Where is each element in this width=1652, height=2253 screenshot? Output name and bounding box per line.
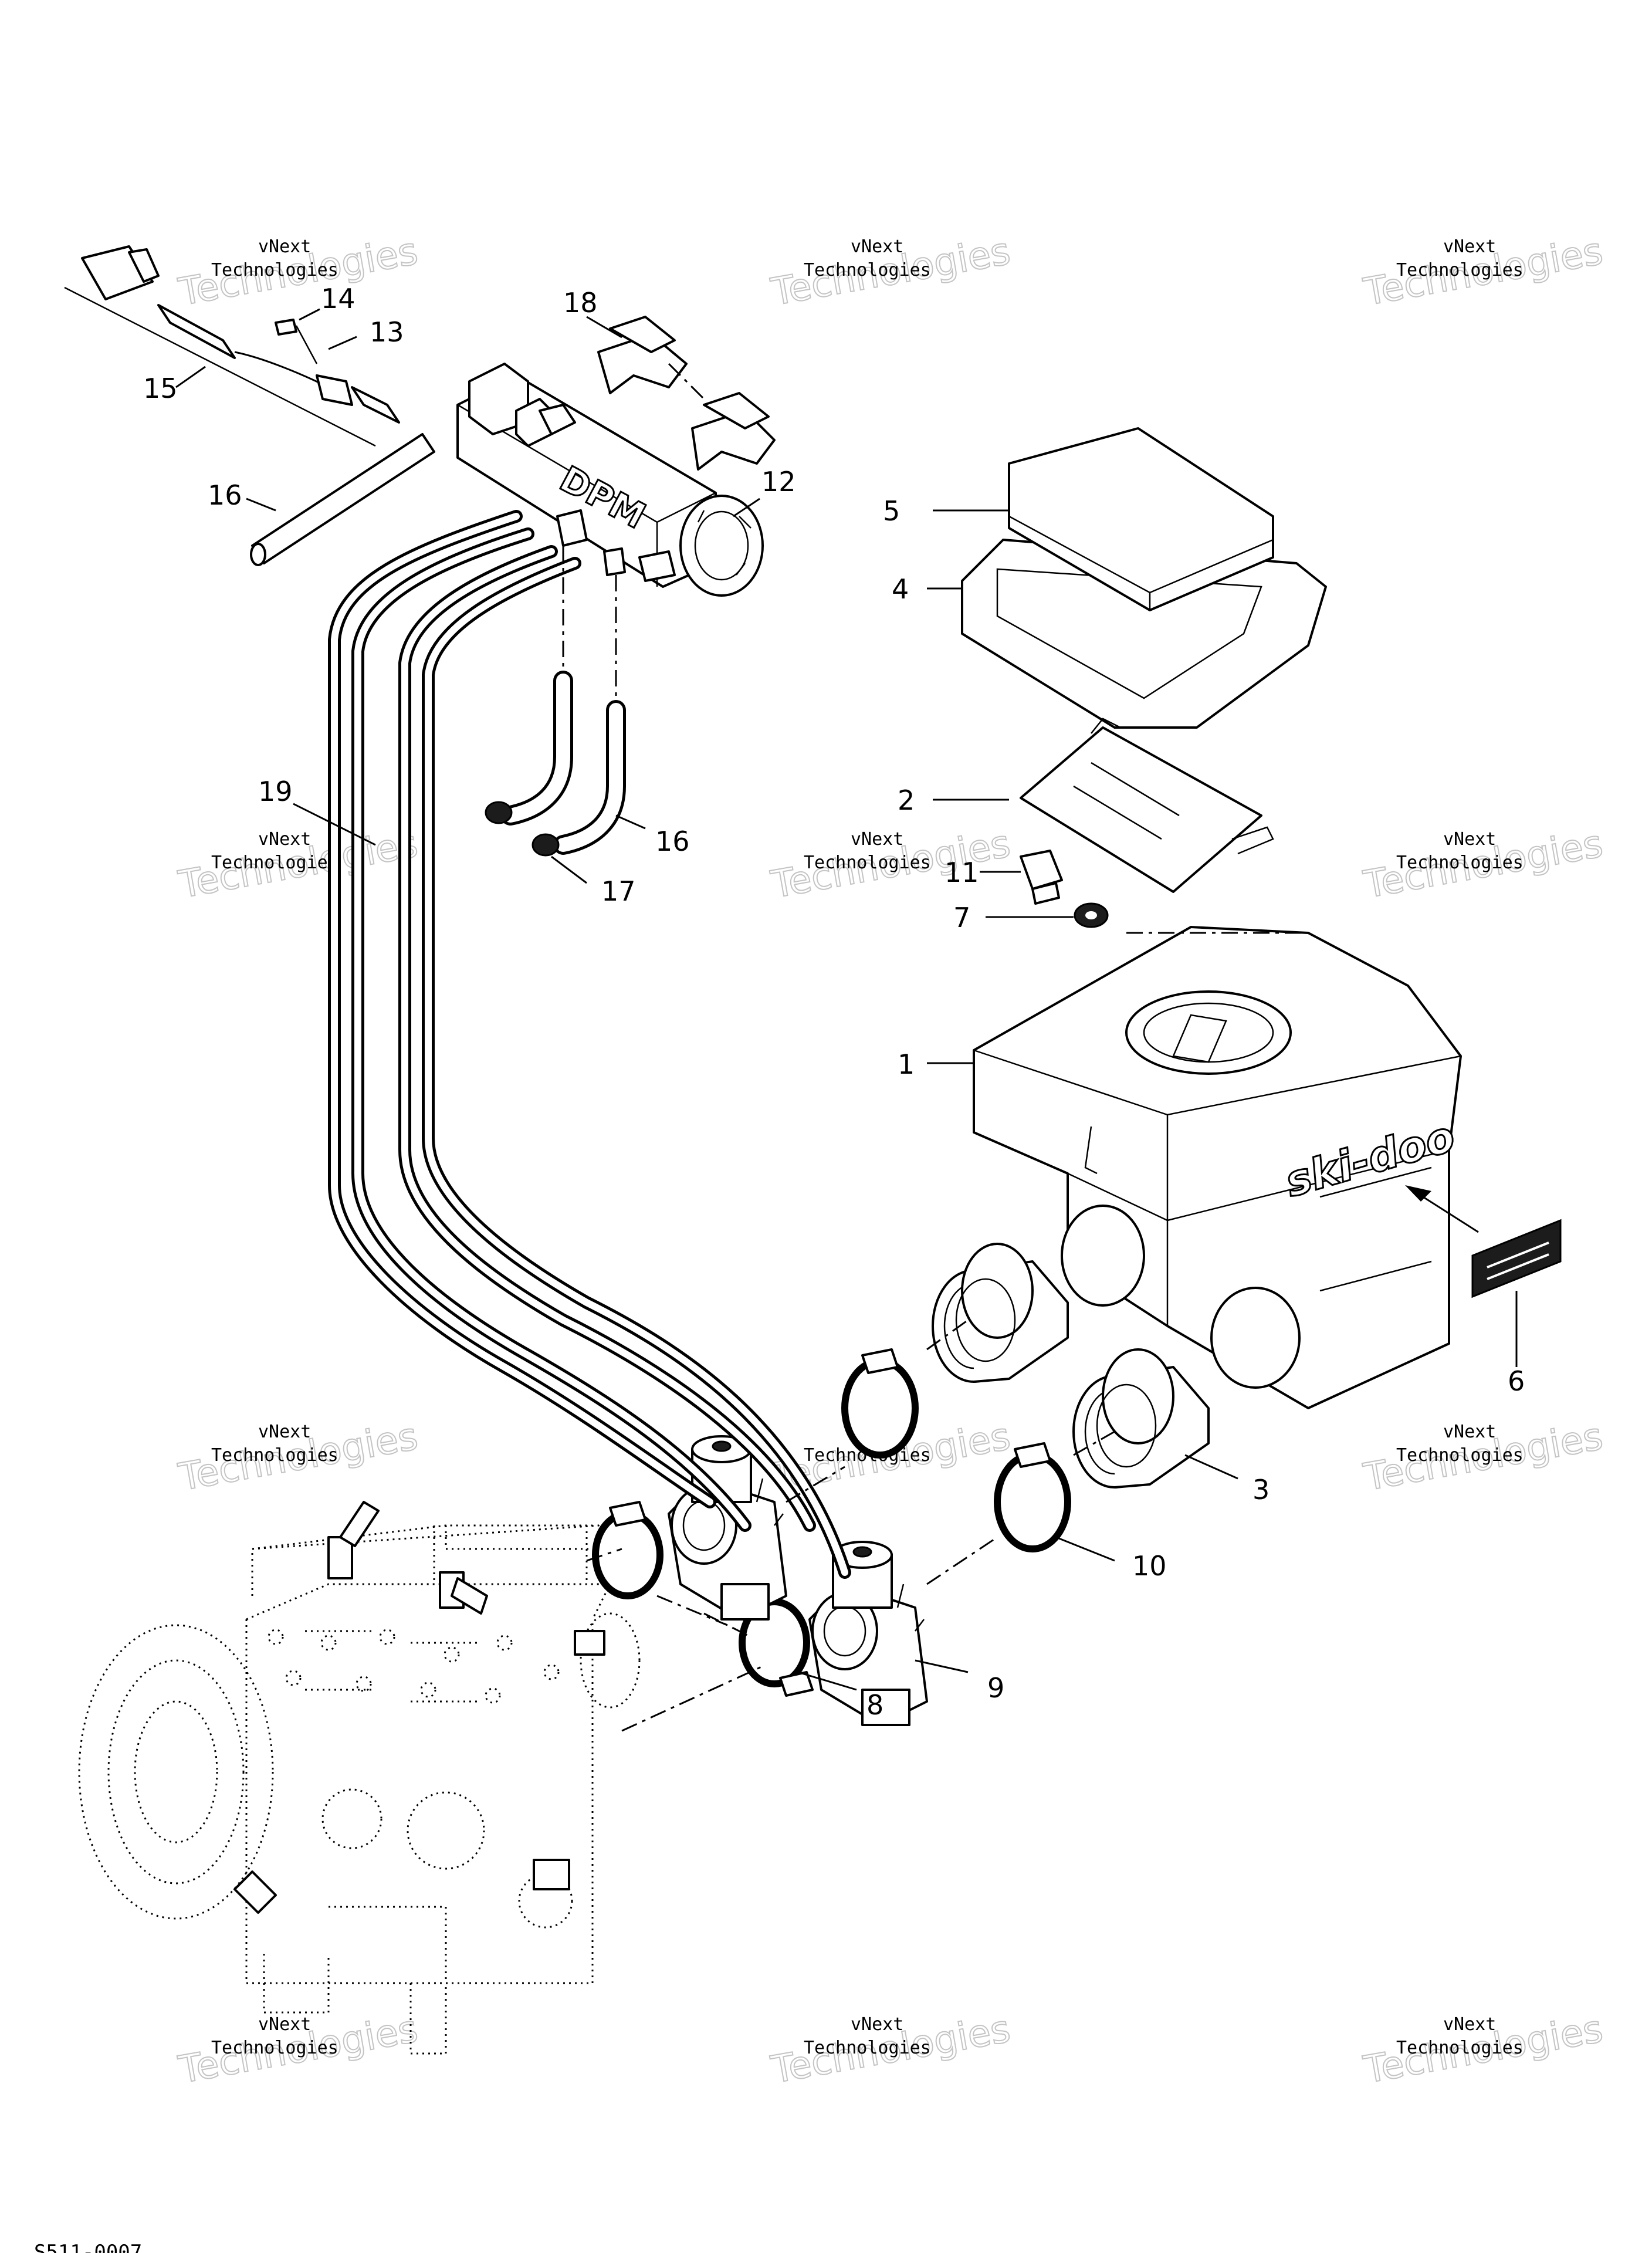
svg-text:Technologies: Technologies [211,853,338,873]
dpm-manifold: DPM [456,363,764,597]
air-filter [1008,427,1274,611]
callout-19: 19 [258,776,293,807]
watermark: Technologies vNext Technologies [1360,2007,1607,2092]
watermark: Technologies vNext Technologies [1360,229,1607,314]
callout-1: 1 [898,1048,915,1080]
svg-text:Technologies: Technologies [1396,2038,1524,2058]
watermark: Technologies vNext Technologies [1360,821,1607,907]
clamp [994,1442,1071,1552]
watermark: Technologies vNext Technologies [175,1414,422,1500]
callout-12: 12 [761,466,796,498]
fuel-hose [250,433,435,566]
callout-14: 14 [321,283,356,314]
callout-16-hose: 16 [208,479,242,511]
hose-bundle [328,510,851,1579]
clamp [841,1348,919,1459]
carburetor [668,1435,787,1621]
svg-text:vNext: vNext [1443,236,1496,257]
svg-text:vNext: vNext [1443,829,1496,850]
watermark: Technologies vNext Technologies [175,229,422,314]
svg-text:vNext: vNext [258,829,311,850]
decal-arrow [1405,1185,1479,1233]
callout-11: 11 [945,857,979,888]
air-silencer: ski-doo [973,926,1462,1409]
svg-text:Technologies: Technologies [804,853,931,873]
svg-text:vNext: vNext [851,2014,903,2035]
callout-5: 5 [883,495,900,527]
watermark: Technologies vNext Technologies [175,2007,422,2092]
svg-text:vNext: vNext [258,236,311,257]
svg-text:vNext: vNext [258,1422,311,1442]
callout-labels: 1 2 3 4 5 6 7 8 9 10 11 12 13 14 15 16 1… [143,283,1525,1721]
svg-text:Technologies: Technologies [804,2038,931,2058]
svg-text:Technologies: Technologies [1396,260,1524,280]
svg-text:vNext: vNext [851,236,903,257]
svg-text:Technologies: Technologies [804,260,931,280]
callout-18: 18 [563,287,598,319]
svg-text:Technologies: Technologies [1396,853,1524,873]
callout-15: 15 [143,373,178,404]
rubber-adaptor [932,1243,1069,1383]
callout-7: 7 [953,902,970,933]
callout-8: 8 [866,1689,883,1721]
watermark: Technologies vNext Technologies [175,821,422,907]
drawing-code: S511-0007 [34,2241,142,2253]
leader-lines [175,308,1518,1691]
assembly-centerlines [586,363,1308,1732]
rubber-adaptor [1072,1348,1210,1489]
callout-3: 3 [1252,1474,1270,1506]
callout-17: 17 [601,875,636,907]
svg-text:vNext: vNext [1443,1422,1496,1442]
svg-text:Technologies: Technologies [1396,1445,1524,1466]
grommet [1074,902,1109,928]
callout-16-vent: 16 [655,826,690,857]
temperature-sensor [1020,850,1063,905]
svg-text:Technologies: Technologies [211,1445,338,1466]
support-plate [1020,718,1274,893]
callout-2: 2 [898,784,915,816]
svg-text:Technologies: Technologies [211,260,338,280]
callout-6: 6 [1508,1365,1525,1397]
small-clamp [485,801,560,857]
watermark: Technologies vNext Technologies [1360,1414,1607,1500]
watermark: Technologies vNext Technologies [767,229,1014,314]
vent-hose [500,671,626,855]
engine-outline [78,1501,641,2055]
callout-4: 4 [892,573,909,605]
mounting-bracket [597,316,776,471]
wiring-harness [64,245,400,447]
svg-text:vNext: vNext [258,2014,311,2035]
decal [1471,1219,1562,1298]
svg-text:vNext: vNext [1443,2014,1496,2035]
watermark: Technologies vNext Technologies [767,2007,1014,2092]
callout-10: 10 [1132,1550,1167,1582]
svg-text:vNext: vNext [851,829,903,850]
callout-13: 13 [370,316,404,348]
svg-text:Technologies: Technologies [211,2038,338,2058]
clamp [592,1501,663,1599]
callout-9: 9 [987,1672,1004,1704]
